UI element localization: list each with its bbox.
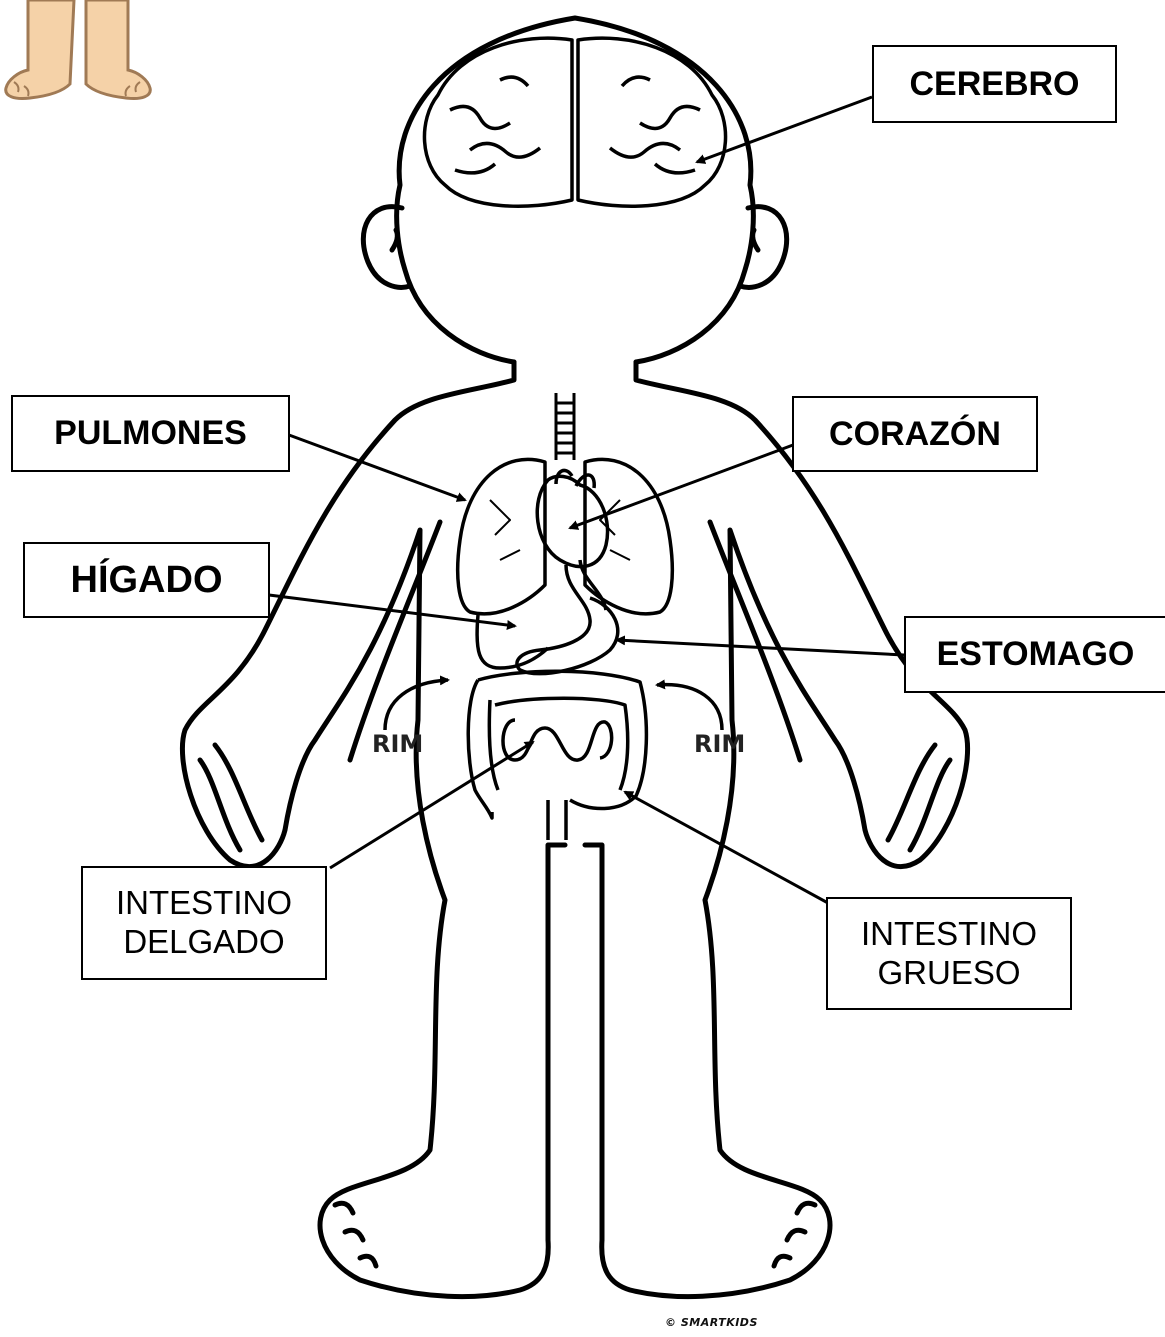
label-intestino-grueso-line1: INTESTINO xyxy=(861,915,1037,954)
label-cerebro: CEREBRO xyxy=(872,45,1117,123)
label-intestino-grueso: INTESTINO GRUESO xyxy=(826,897,1072,1010)
credit-text: © SMARTKIDS xyxy=(665,1316,758,1329)
kidney-arrows xyxy=(385,680,722,730)
label-higado: HÍGADO xyxy=(23,542,270,618)
label-corazon: CORAZÓN xyxy=(792,396,1038,472)
label-pulmones: PULMONES xyxy=(11,395,290,472)
label-intestino-delgado-line2: DELGADO xyxy=(123,923,284,962)
stomach xyxy=(517,560,618,674)
label-intestino-delgado: INTESTINO DELGADO xyxy=(81,866,327,980)
label-higado-text: HÍGADO xyxy=(71,558,223,603)
kidney-label-left: RIM xyxy=(372,730,423,758)
body-outline xyxy=(182,18,967,1297)
label-cerebro-text: CEREBRO xyxy=(909,64,1079,104)
lungs xyxy=(458,459,673,613)
label-corazon-text: CORAZÓN xyxy=(829,414,1001,454)
label-intestino-grueso-line2: GRUESO xyxy=(877,954,1020,993)
feet-illustration xyxy=(6,0,151,99)
label-estomago: ESTOMAGO xyxy=(904,616,1165,693)
label-pulmones-text: PULMONES xyxy=(54,413,247,453)
brain xyxy=(424,38,725,206)
label-intestino-delgado-line1: INTESTINO xyxy=(116,884,292,923)
label-estomago-text: ESTOMAGO xyxy=(937,634,1135,674)
kidney-label-right: RIM xyxy=(694,730,745,758)
trachea xyxy=(556,393,574,460)
intestines xyxy=(468,671,646,840)
